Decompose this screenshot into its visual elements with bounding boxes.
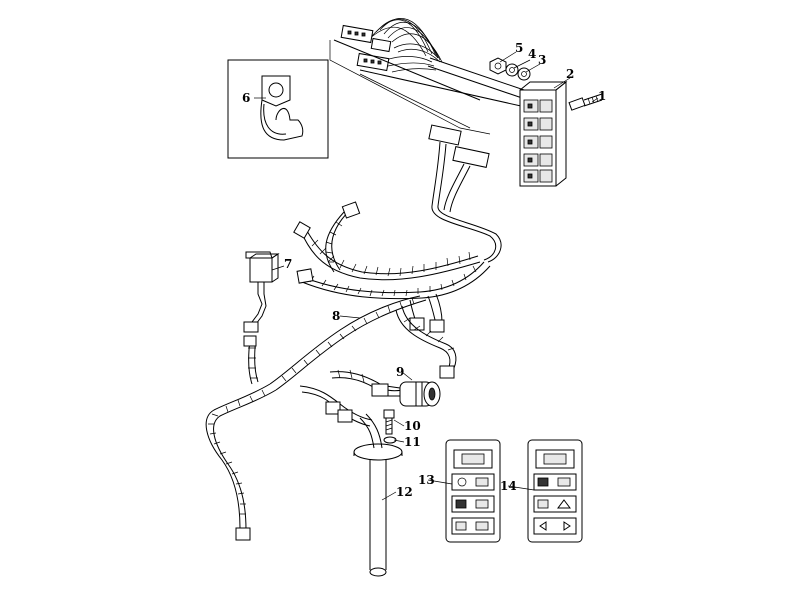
ignition-switch-part <box>371 381 441 407</box>
callout-11: 11 <box>404 435 421 449</box>
callout-10: 10 <box>404 419 421 433</box>
callout-4: 4 <box>528 47 536 61</box>
mid-connectors <box>428 124 502 263</box>
callout-labels: 1 2 3 4 5 6 7 8 9 10 11 12 13 14 <box>242 41 606 499</box>
switch-panel-13 <box>445 439 501 543</box>
callout-3: 3 <box>538 53 546 67</box>
callout-14: 14 <box>500 479 517 493</box>
leader-lines <box>254 51 599 501</box>
callout-9: 9 <box>396 365 404 379</box>
relay-part <box>243 251 280 333</box>
fuse-block <box>519 80 568 187</box>
callout-5: 5 <box>515 41 523 55</box>
callout-13: 13 <box>418 473 435 487</box>
screw-part <box>568 93 603 111</box>
callout-1: 1 <box>598 89 606 103</box>
callout-7: 7 <box>284 257 292 271</box>
callout-12: 12 <box>396 485 413 499</box>
callout-6: 6 <box>242 91 250 105</box>
switch-panel-14 <box>527 439 583 543</box>
nut-washer-parts <box>489 57 531 81</box>
sender-tube-part <box>353 413 403 577</box>
bolt-washer-parts <box>383 409 397 444</box>
main-harness <box>205 201 491 541</box>
callout-8: 8 <box>332 309 340 323</box>
callout-2: 2 <box>566 67 574 81</box>
clip-detail-box <box>227 59 329 159</box>
top-harness-connectors <box>329 18 531 135</box>
